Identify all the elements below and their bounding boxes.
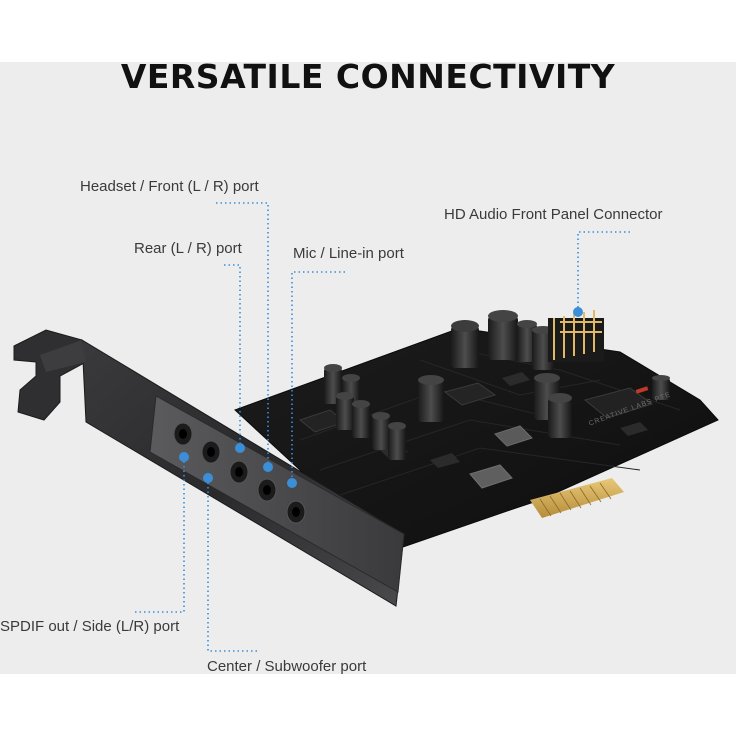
callout-dots — [179, 307, 583, 488]
label-center-subwoofer-port: Center / Subwoofer port — [207, 658, 367, 675]
label-hd-audio-front-panel: HD Audio Front Panel Connector — [444, 206, 663, 223]
callout-line-rear — [224, 264, 241, 448]
label-spdif-side-port: SPDIF out / Side (L/R) port — [0, 618, 180, 635]
hd-audio-header-pins — [548, 310, 604, 362]
callout-lines — [135, 202, 630, 652]
label-rear-port: Rear (L / R) port — [134, 240, 242, 257]
jack-center-subwoofer — [201, 440, 221, 464]
jack-mic-line-in — [286, 500, 306, 524]
callout-line-mic — [291, 271, 345, 483]
label-headset-front-port: Headset / Front (L / R) port — [80, 178, 259, 195]
pci-express-edge-connector — [530, 478, 624, 518]
callout-line-hd-audio — [577, 231, 630, 312]
callout-line-spdif — [135, 457, 185, 613]
jack-headset-front — [257, 478, 277, 502]
label-mic-line-in-port: Mic / Line-in port — [293, 245, 404, 262]
audio-jacks — [173, 422, 306, 524]
jack-spdif-side — [173, 422, 193, 446]
jack-rear — [229, 460, 249, 484]
page-title: VERSATILE CONNECTIVITY — [120, 57, 616, 96]
